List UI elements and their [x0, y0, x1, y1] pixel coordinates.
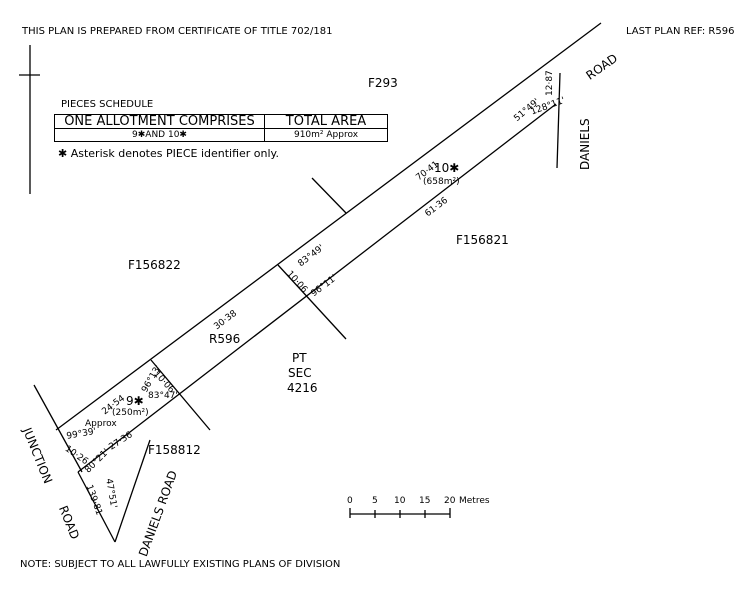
boundary-f293-side: [311, 177, 347, 214]
piece-10-area: (658m²): [423, 177, 460, 187]
scale-label-15: 15: [419, 496, 431, 506]
table-header-total-area: TOTAL AREA: [265, 115, 387, 129]
table-cell-allotment: 9✱AND 10✱: [55, 129, 265, 141]
asterisk-note: ✱ Asterisk denotes PIECE identifier only…: [58, 147, 279, 160]
angle-83-47: 83°47': [148, 391, 178, 401]
boundary-piece-9-east: [150, 359, 211, 431]
parcel-r596: R596: [209, 332, 241, 346]
scale-label-20: 20: [444, 496, 456, 506]
piece-9-label: 9✱: [126, 394, 144, 408]
boundary-lower: [77, 103, 557, 473]
scale-label-10: 10: [394, 496, 406, 506]
daniels-label-top: DANIELS: [578, 118, 592, 170]
scale-unit: Metres: [459, 496, 490, 506]
table-cell-total-area: 910m² Approx: [293, 130, 359, 140]
parcel-pt: PT: [292, 351, 307, 365]
pieces-schedule-table: ONE ALLOTMENT COMPRISES TOTAL AREA 9✱AND…: [54, 114, 388, 142]
parcel-f156822: F156822: [128, 258, 181, 272]
daniels-road-line-right: [114, 439, 151, 543]
boundary-piece-10-west: [277, 264, 347, 340]
pieces-schedule-title: PIECES SCHEDULE: [61, 99, 154, 110]
scale-label-5: 5: [372, 496, 378, 506]
piece-9-area: (250m²): [112, 408, 149, 418]
table-header-allotment: ONE ALLOTMENT COMPRISES: [55, 115, 265, 129]
last-plan-ref: LAST PLAN REF: R596: [626, 26, 735, 37]
parcel-f293: F293: [368, 76, 398, 90]
junction-road-line: [33, 384, 83, 473]
parcel-f156821: F156821: [456, 233, 509, 247]
parcel-sec: SEC: [288, 366, 312, 380]
parcel-sec-number: 4216: [287, 381, 318, 395]
daniels-road-line-left: [77, 471, 116, 543]
boundary-upper: [55, 22, 602, 431]
piece-10-label: 10✱: [434, 161, 460, 175]
approx-label: Approx: [85, 419, 117, 429]
boundary-east: [556, 72, 561, 169]
certificate-title-note: THIS PLAN IS PREPARED FROM CERTIFICATE O…: [22, 26, 333, 37]
footer-note: NOTE: SUBJECT TO ALL LAWFULLY EXISTING P…: [20, 559, 341, 570]
parcel-f158812: F158812: [148, 443, 201, 457]
scale-label-0: 0: [347, 496, 353, 506]
dim-12-87: 12·87: [545, 70, 555, 96]
